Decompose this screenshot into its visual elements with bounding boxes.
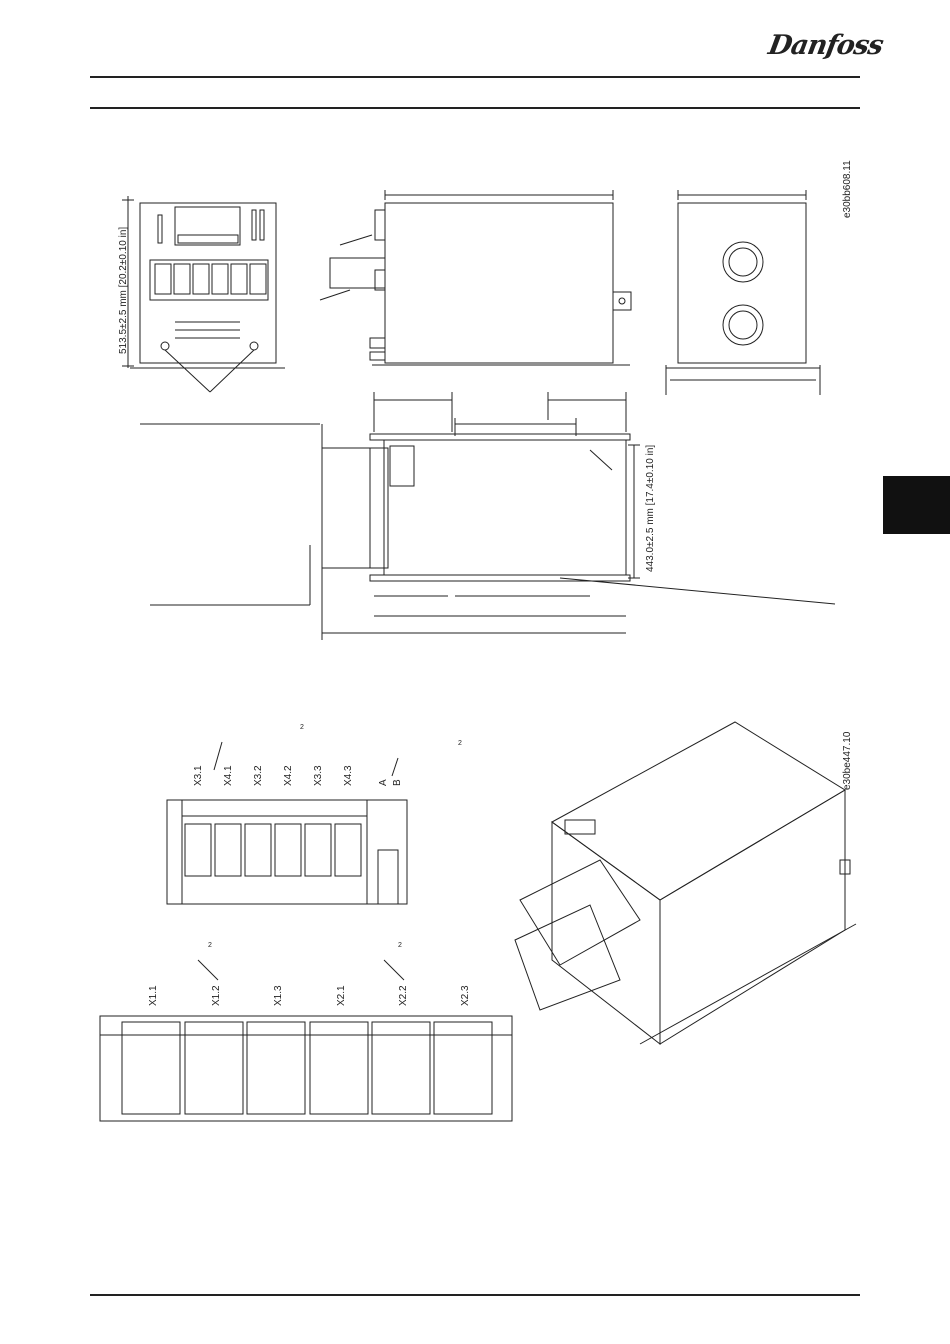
- superscript-bottom-right: 2: [398, 942, 402, 949]
- terminal-label: X1.3: [273, 985, 284, 1006]
- figure-2-code: e30be447.10: [842, 732, 853, 790]
- terminal-label: X4.3: [343, 765, 354, 786]
- terminal-label: X3.2: [253, 765, 264, 786]
- terminal-label: X3.3: [313, 765, 324, 786]
- iso-front-face: [552, 822, 660, 1044]
- terminal-label: B: [392, 779, 403, 786]
- iso-side-face: [660, 790, 845, 1044]
- terminal-label: X1.2: [211, 985, 222, 1006]
- terminal-label: X4.1: [223, 765, 234, 786]
- superscript-left: 2: [300, 724, 304, 731]
- terminal-label: X3.1: [193, 765, 204, 786]
- iso-top-face: [552, 722, 845, 900]
- terminal-label: X4.2: [283, 765, 294, 786]
- superscript-bottom-left: 2: [208, 942, 212, 949]
- terminal-label: X2.2: [398, 985, 409, 1006]
- terminal-label: X2.3: [460, 985, 471, 1006]
- superscript-right: 2: [458, 740, 462, 747]
- terminal-label: A: [378, 779, 389, 786]
- terminal-label: X1.1: [148, 985, 159, 1006]
- power-terminal-block: [100, 1016, 512, 1121]
- terminal-label: X2.1: [336, 985, 347, 1006]
